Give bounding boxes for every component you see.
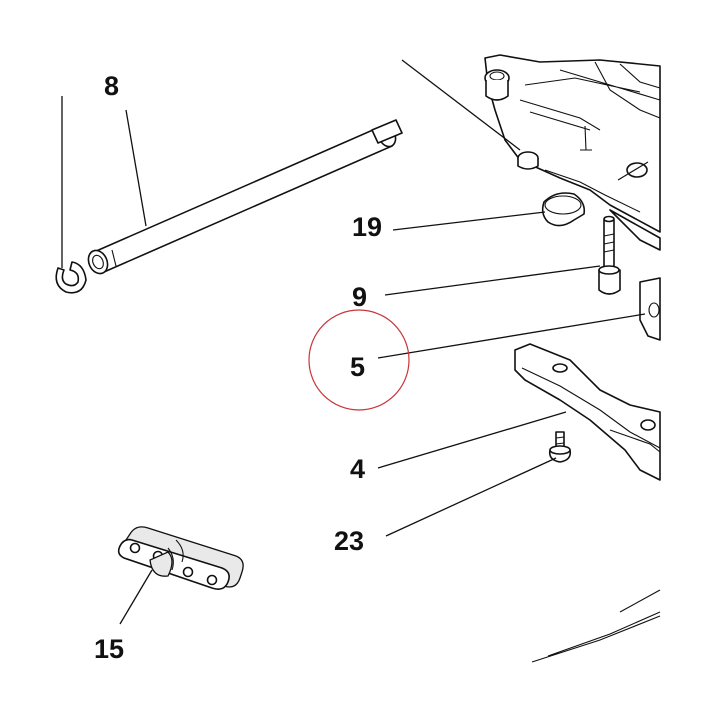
snap-ring [55,96,87,294]
part-23-screw [548,431,572,463]
callout-5: 5 [350,352,365,382]
callout-4: 4 [350,454,365,484]
callout-19: 19 [352,212,382,242]
highlight-circle [308,309,410,411]
callout-8: 8 [104,71,119,101]
callout-15: 15 [94,634,124,664]
leader-lines [119,59,646,625]
callout-23: 23 [334,526,364,556]
housing-assembly [484,54,661,251]
part-8-pin [87,119,403,275]
base-outline [531,589,661,663]
part-5-plate [639,277,661,341]
callout-9: 9 [352,282,367,312]
part-19-plug [541,192,586,227]
part-15-chain [117,526,244,590]
part-4-arm [514,343,661,481]
part-9-bolt [598,215,621,295]
